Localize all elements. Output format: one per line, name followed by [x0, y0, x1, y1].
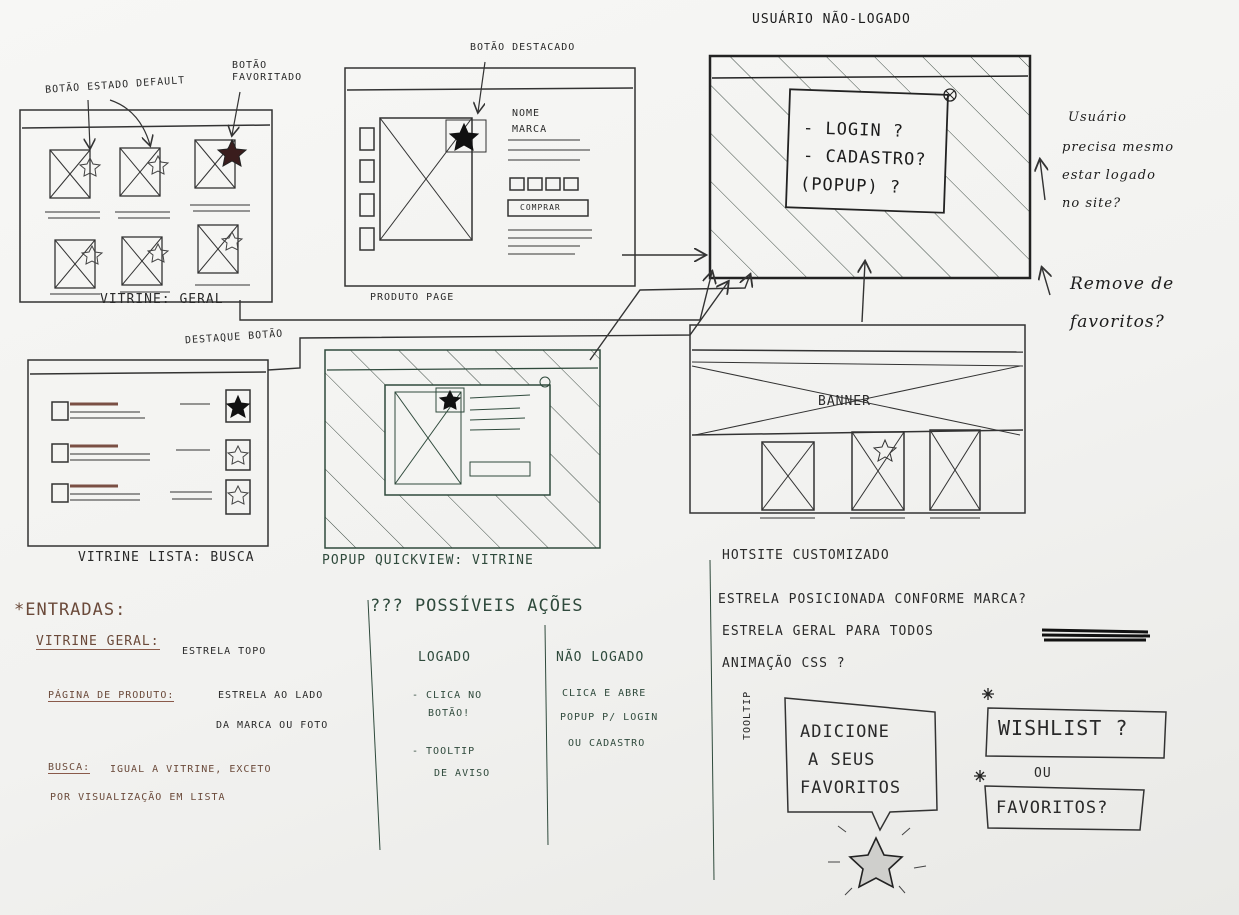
popup-login-line: - LOGIN ?: [802, 118, 905, 142]
side-note-q1-2: precisa mesmo: [1062, 140, 1175, 155]
banner-label: BANNER: [818, 394, 871, 409]
tooltip-line-2: A SEUS: [808, 750, 876, 770]
entradas-pagina-text-1: ESTRELA AO LADO: [218, 690, 324, 701]
entradas-busca-label: BUSCA:: [48, 762, 91, 774]
popup-cadastro-line: - CADASTRO?: [802, 145, 927, 171]
side-note-q2-2: favoritos?: [1070, 312, 1165, 332]
screen-title-produto-page: PRODUTO PAGE: [370, 292, 455, 303]
flow-arrows: [239, 160, 1050, 371]
acoes-logado-2: BOTÃO!: [428, 708, 471, 719]
entradas-title: *ENTRADAS:: [14, 600, 127, 620]
acoes-logado-1: - CLICA NO: [412, 690, 483, 701]
screen-title-vitrine-lista: VITRINE LISTA: BUSCA: [78, 550, 255, 565]
acoes-nao-1: CLICA E ABRE: [562, 688, 647, 699]
side-note-q1-3: estar logado: [1062, 168, 1156, 183]
acoes-logado-3: - TOOLTIP: [412, 746, 476, 757]
tooltip-line-1: ADICIONE: [800, 722, 890, 742]
asterisk-icon: [982, 688, 994, 700]
marca-label: MARCA: [512, 124, 548, 135]
wireframe-popup-quickview: [324, 349, 601, 549]
label-botao-destacado: BOTÃO DESTACADO: [470, 42, 576, 53]
acoes-nao-2: POPUP P/ LOGIN: [560, 712, 659, 723]
side-note-q1-4: no site?: [1062, 196, 1122, 211]
estrela-line-1: ESTRELA POSICIONADA CONFORME MARCA?: [718, 592, 1027, 607]
side-note-q2-1: Remove de: [1070, 274, 1175, 294]
wishlist-label: WISHLIST ?: [998, 716, 1129, 740]
star-filled-icon: [448, 122, 480, 151]
acoes-title: ??? POSSÍVEIS AÇÕES: [370, 596, 584, 616]
screen-title-hotsite: HOTSITE CUSTOMIZADO: [722, 548, 890, 563]
entradas-pagina-text-2: DA MARCA OU FOTO: [216, 720, 329, 731]
star-big-outline-icon: [848, 836, 904, 889]
star-filled-icon: [438, 389, 462, 410]
tooltip-line-3: FAVORITOS: [800, 778, 902, 798]
star-outline-icon: [146, 154, 170, 175]
screen-title-vitrine-geral: VITRINE: GERAL: [100, 292, 224, 307]
entradas-vitrine-label: VITRINE GERAL:: [36, 634, 160, 650]
scribble-out: [1041, 628, 1151, 642]
star-outline-icon: [80, 244, 104, 265]
tooltip-sketch: [784, 697, 938, 832]
wireframe-vitrine-geral: [19, 109, 273, 303]
star-filled-icon: [216, 138, 248, 167]
estrela-line-3: ANIMAÇÃO CSS ?: [722, 656, 846, 671]
star-outline-icon: [220, 230, 244, 251]
favoritos-label: FAVORITOS?: [996, 798, 1109, 818]
annotation-arrows-vitrine: [88, 91, 241, 148]
comprar-label: COMPRAR: [520, 203, 561, 212]
ou-label: OU: [1034, 766, 1052, 781]
label-usuario-nao-logado: USUÁRIO NÃO-LOGADO: [752, 12, 911, 27]
side-note-q1-1: Usuário: [1068, 110, 1127, 125]
star-filled-icon: [225, 394, 251, 419]
acoes-nao-logado: NÃO LOGADO: [556, 650, 645, 665]
star-outline-icon: [146, 242, 170, 263]
label-botao-favoritado-2: FAVORITADO: [232, 72, 303, 83]
wireframe-usuario-nao-logado: [708, 54, 1032, 280]
nome-label: NOME: [512, 108, 541, 119]
star-outline-icon: [78, 156, 102, 177]
acoes-nao-3: OU CADASTRO: [568, 738, 646, 749]
wireframe-hotsite: [689, 324, 1026, 519]
wireframe-vitrine-lista: [27, 359, 269, 547]
estrela-line-2: ESTRELA GERAL PARA TODOS: [722, 624, 934, 639]
star-outline-icon: [872, 438, 898, 463]
section-dividers: [367, 559, 715, 881]
entradas-pagina-label: PÁGINA DE PRODUTO:: [48, 690, 175, 702]
tooltip-side-label: TOOLTIP: [742, 690, 753, 740]
label-botao-favoritado-1: BOTÃO: [232, 60, 268, 71]
entradas-vitrine-text: ESTRELA TOPO: [182, 646, 267, 657]
acoes-logado-4: DE AVISO: [434, 768, 491, 779]
label-boxes: [984, 707, 1167, 831]
entradas-busca-text-2: POR VISUALIZAÇÃO EM LISTA: [50, 792, 226, 803]
popup-popup-line: (POPUP) ?: [799, 174, 902, 198]
wireframe-produto-page: [344, 61, 636, 287]
entradas-busca-text-1: IGUAL A VITRINE, EXCETO: [110, 764, 272, 775]
star-outline-icon: [226, 484, 250, 505]
asterisk-icon: [974, 770, 986, 782]
sparkle-lines: [828, 825, 927, 896]
star-outline-icon: [226, 444, 250, 465]
screen-title-popup-quickview: POPUP QUICKVIEW: VITRINE: [322, 553, 534, 568]
acoes-logado: LOGADO: [418, 650, 471, 665]
